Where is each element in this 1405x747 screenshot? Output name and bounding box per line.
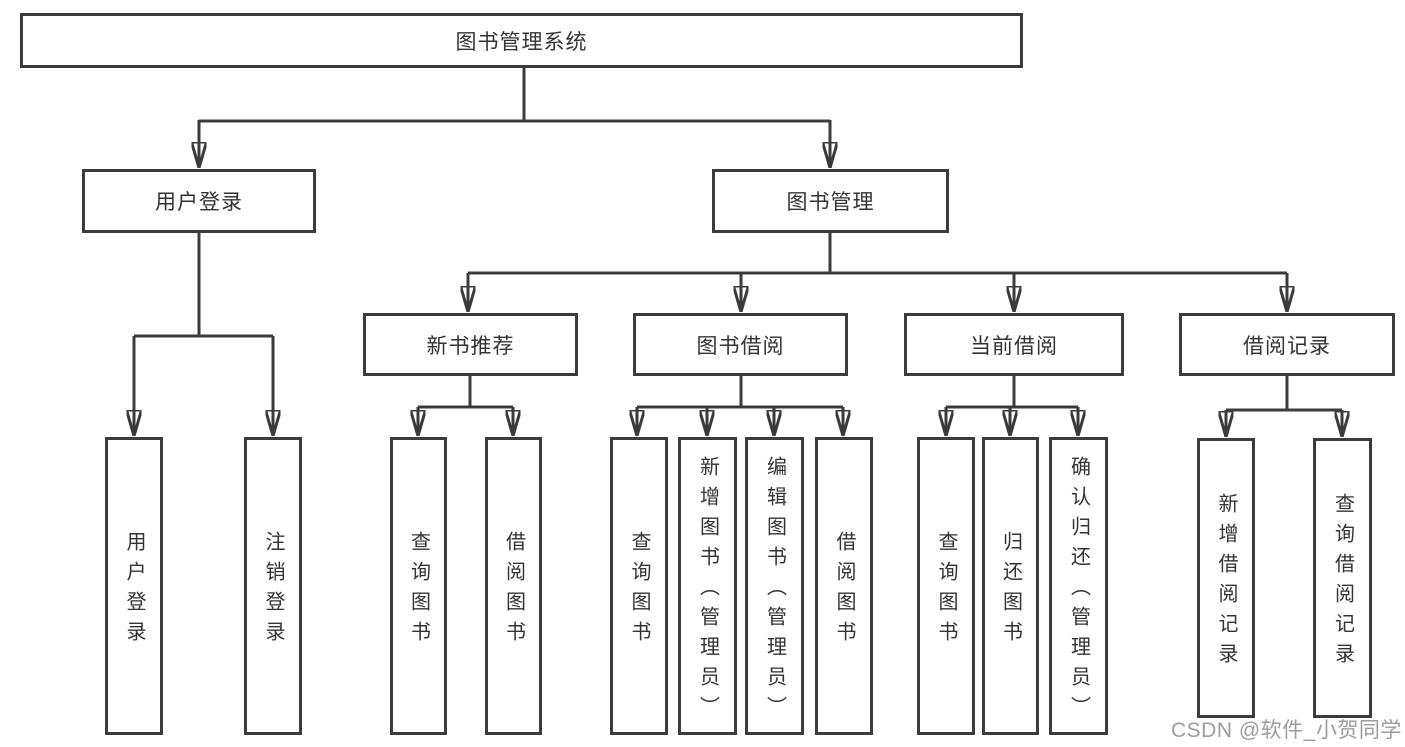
node-current-borrow-label: 当前借阅: [970, 334, 1058, 358]
node-bb-borrow-book-label: 借阅图书: [833, 531, 855, 651]
node-cb-query-book: 查询图书: [917, 437, 975, 735]
node-bb-edit-book-label: 编辑图书（管理员）: [763, 456, 786, 726]
node-root-label: 图书管理系统: [455, 30, 588, 54]
node-cb-query-book-label: 查询图书: [935, 531, 957, 651]
node-current-borrow: 当前借阅: [904, 313, 1124, 376]
node-br-add-record: 新增借阅记录: [1197, 438, 1255, 718]
node-new-book-rec: 新书推荐: [363, 313, 578, 376]
node-user-login-label: 用户登录: [155, 191, 243, 214]
node-nbr-borrow-book: 借阅图书: [485, 437, 542, 735]
node-bb-query-book: 查询图书: [610, 437, 668, 735]
connector-book-borrow-split: [637, 376, 843, 409]
node-br-query-record: 查询借阅记录: [1313, 438, 1372, 718]
connector-new-book-rec-split: [418, 376, 513, 409]
node-bb-add-book-label: 新增图书（管理员）: [696, 456, 719, 726]
node-nbr-query-book-label: 查询图书: [407, 531, 430, 651]
node-user-login: 用户登录: [82, 169, 316, 233]
node-br-query-record-label: 查询借阅记录: [1331, 493, 1354, 673]
node-nbr-borrow-book-label: 借阅图书: [502, 531, 525, 651]
node-cb-confirm-return-label: 确认归还（管理员）: [1067, 456, 1090, 726]
node-book-borrow: 图书借阅: [633, 313, 848, 376]
node-cb-confirm-return: 确认归还（管理员）: [1049, 437, 1108, 735]
connector-book-mgmt-split: [468, 233, 1287, 275]
node-logout-leaf: 注销登录: [244, 437, 302, 735]
node-bb-borrow-book: 借阅图书: [815, 437, 873, 735]
connector-root-split: [199, 68, 830, 123]
node-book-mgmt: 图书管理: [712, 169, 949, 233]
connector-user-login-split: [134, 233, 273, 338]
node-borrow-records-label: 借阅记录: [1243, 334, 1331, 358]
node-nbr-query-book: 查询图书: [390, 437, 447, 735]
node-user-login-leaf-label: 用户登录: [123, 531, 145, 651]
node-borrow-records: 借阅记录: [1179, 313, 1395, 376]
node-bb-query-book-label: 查询图书: [628, 531, 650, 651]
node-bb-add-book: 新增图书（管理员）: [678, 437, 737, 735]
node-new-book-rec-label: 新书推荐: [426, 334, 515, 358]
connector-borrow-records-split: [1226, 376, 1342, 412]
node-book-mgmt-label: 图书管理: [786, 191, 875, 214]
node-user-login-leaf: 用户登录: [105, 437, 163, 735]
node-bb-edit-book: 编辑图书（管理员）: [745, 437, 804, 735]
connector-current-borrow-split: [946, 376, 1078, 409]
csdn-watermark: CSDN @软件_小贺同学: [1171, 719, 1402, 742]
node-cb-return-book-label: 归还图书: [999, 531, 1022, 651]
node-book-borrow-label: 图书借阅: [696, 334, 785, 358]
node-br-add-record-label: 新增借阅记录: [1215, 493, 1237, 673]
node-cb-return-book: 归还图书: [982, 437, 1039, 735]
node-root: 图书管理系统: [20, 13, 1023, 68]
node-logout-leaf-label: 注销登录: [262, 531, 284, 651]
